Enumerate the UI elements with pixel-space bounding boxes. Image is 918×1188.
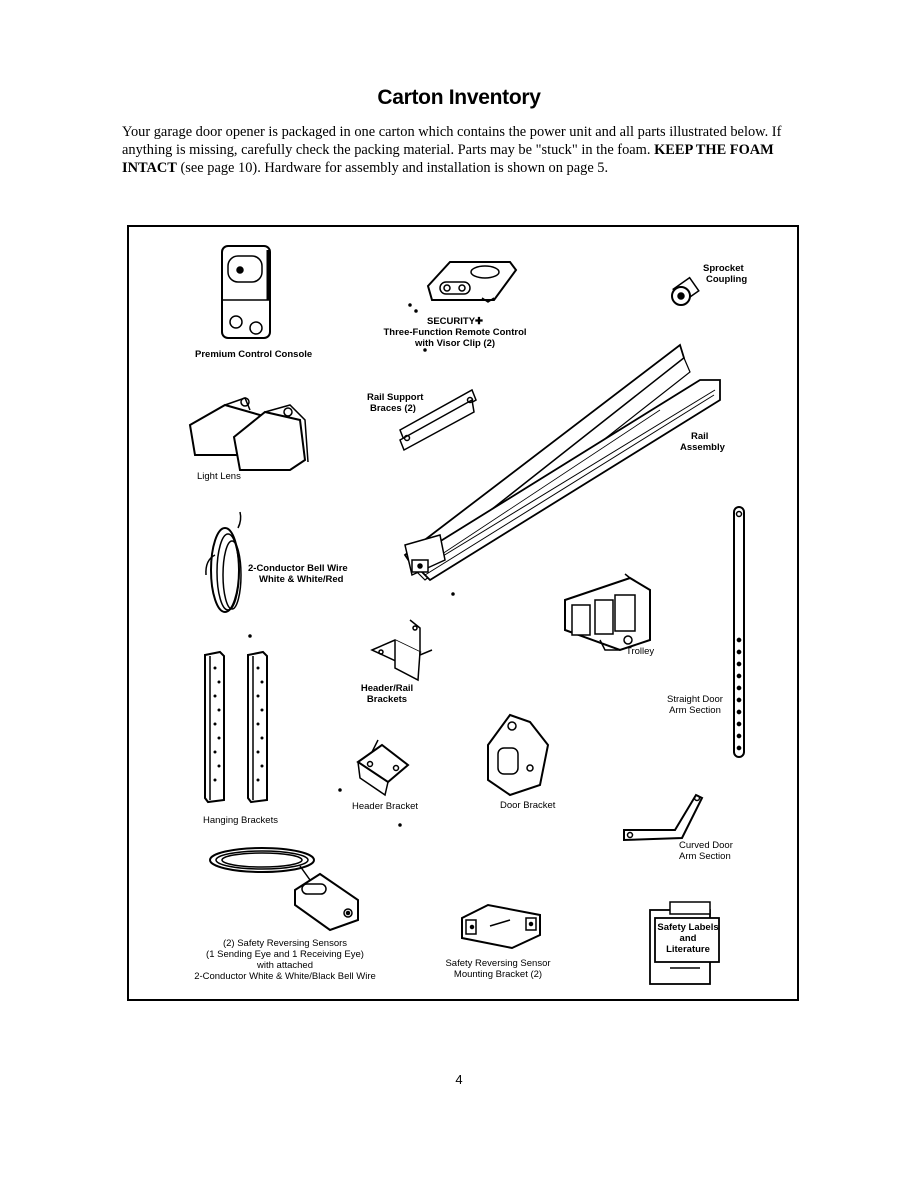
header-rail-brackets-icon — [370, 619, 433, 682]
sprocket-label: Sprocket Coupling — [703, 263, 747, 285]
bell-wire-icon — [205, 511, 242, 613]
intro-text-2: (see page 10). Hardware for assembly and… — [176, 160, 609, 176]
trolley-icon — [564, 573, 651, 652]
curved-arm-label-line1: Curved Door — [679, 840, 733, 851]
straight-arm-label: Straight Door Arm Section — [662, 694, 728, 716]
braces-label: Rail Support Braces (2) — [367, 392, 423, 414]
sensors-label-line2: (1 Sending Eye and 1 Receiving Eye) — [206, 949, 364, 960]
intro-paragraph: Your garage door opener is packaged in o… — [122, 123, 782, 177]
lens-label: Light Lens — [197, 471, 241, 482]
sprocket-label-line1: Sprocket — [703, 263, 744, 274]
remote-label: SECURITY✚ Three-Function Remote Control … — [380, 316, 530, 349]
intro-bold-text: KEEP THE FOAM INTACT — [122, 142, 774, 176]
intro-text-1: Your garage door opener is packaged in o… — [122, 124, 782, 158]
sensors-label: (2) Safety Reversing Sensors (1 Sending … — [190, 938, 380, 982]
straight-arm-label-line1: Straight Door — [667, 694, 723, 705]
remote-label-line2: Three-Function Remote Control — [383, 327, 527, 338]
hanging-brackets-icon — [204, 650, 268, 804]
sensors-label-line4: 2-Conductor White & White/Black Bell Wir… — [194, 971, 376, 982]
door-bracket-icon — [487, 713, 550, 797]
header-bracket-label: Header Bracket — [352, 801, 419, 812]
remote-control-icon — [408, 261, 518, 352]
sensor-mounting-bracket-icon — [461, 903, 541, 950]
page-number: 4 — [455, 1072, 463, 1087]
safety-sensors-icon — [209, 847, 359, 932]
straight-door-arm-icon — [733, 506, 745, 758]
wire-label-line2: White & White/Red — [259, 574, 344, 585]
console-label: Premium Control Console — [195, 349, 313, 360]
inventory-frame — [127, 225, 799, 1001]
sensor-bracket-label-line1: Safety Reversing Sensor — [445, 958, 551, 969]
control-console-icon — [221, 245, 271, 339]
wire-label: 2-Conductor Bell Wire White & White/Red — [248, 563, 348, 585]
door-bracket-label: Door Bracket — [500, 800, 556, 811]
page-title: Carton Inventory — [377, 86, 541, 109]
straight-arm-label-line2: Arm Section — [669, 705, 721, 716]
braces-label-line2: Braces (2) — [370, 403, 416, 414]
header-bracket-icon — [338, 739, 410, 797]
curved-arm-label-line2: Arm Section — [679, 851, 731, 862]
sensor-bracket-label: Safety Reversing Sensor Mounting Bracket… — [438, 958, 558, 980]
rail-assembly-icon — [403, 343, 721, 582]
light-lens-icon — [188, 397, 309, 471]
literature-box-icon — [649, 901, 720, 985]
rail-label: Rail Assembly — [680, 431, 725, 453]
header-rail-label-line1: Header/Rail — [360, 683, 414, 694]
curved-arm-label: Curved Door Arm Section — [679, 840, 733, 862]
sensors-label-line1: (2) Safety Reversing Sensors — [222, 938, 348, 949]
hanging-brackets-label: Hanging Brackets — [203, 815, 278, 826]
header-rail-label: Header/Rail Brackets — [355, 683, 419, 705]
rail-label-line2: Assembly — [680, 442, 725, 453]
sensor-bracket-label-line2: Mounting Bracket (2) — [453, 969, 543, 980]
rail-label-line1: Rail — [691, 431, 709, 442]
sprocket-coupling-icon — [671, 276, 700, 306]
braces-label-line1: Rail Support — [367, 392, 424, 403]
literature-label-line2: and — [679, 933, 697, 944]
literature-label-line1: Safety Labels — [657, 922, 719, 933]
rail-support-braces-icon — [399, 388, 477, 452]
sprocket-label-line2: Coupling — [706, 274, 748, 285]
wire-label-line1: 2-Conductor Bell Wire — [248, 563, 348, 574]
curved-door-arm-icon — [398, 793, 704, 842]
trolley-label: Trolley — [626, 646, 655, 657]
sensors-label-line3: with attached — [257, 960, 313, 971]
literature-label: Safety Labels and Literature — [657, 922, 719, 955]
remote-label-line3: with Visor Clip (2) — [414, 338, 496, 349]
header-rail-label-line2: Brackets — [366, 694, 408, 705]
remote-label-line1: SECURITY✚ — [427, 316, 483, 327]
literature-label-line3: Literature — [666, 944, 710, 955]
